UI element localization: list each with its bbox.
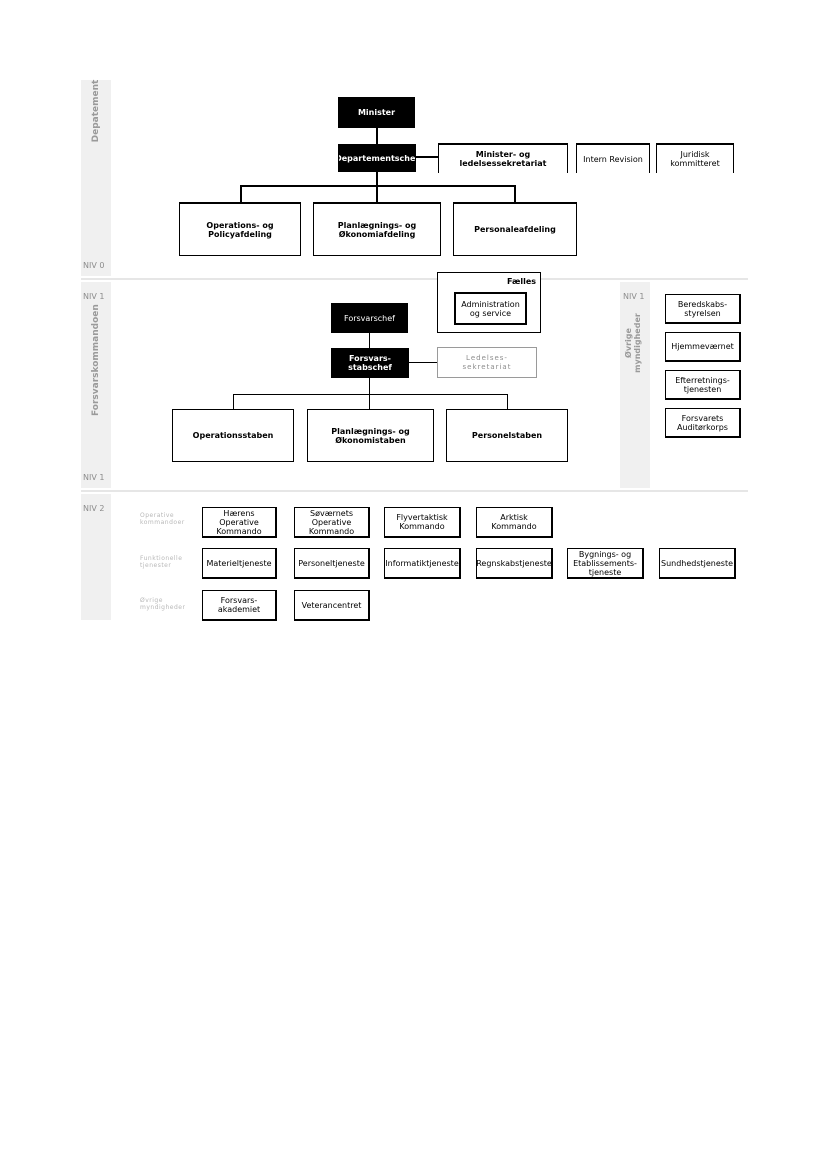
departement-side-band xyxy=(81,80,111,276)
niv2-regnskabstjeneste: Regnskabstjeneste xyxy=(476,548,553,579)
departementschef-box: Departementschef xyxy=(338,144,416,172)
operationsstaben-box: Operationsstaben xyxy=(172,409,294,462)
ovrige-label: Øvrige myndigheder xyxy=(624,313,642,373)
niv2-haerens-operative: Hærens Operative Kommando xyxy=(202,507,277,538)
faelles-administration-box: Administration og service xyxy=(454,292,527,325)
personelstaben-box: Personelstaben xyxy=(446,409,568,462)
niv2-sundhedstjeneste: Sundhedstjeneste xyxy=(659,548,736,579)
niv2-bygnings-etablissement: Bygnings- og Etablissements- tjeneste xyxy=(567,548,644,579)
sekretariat-box: Minister- og ledelsessekretariat xyxy=(438,143,568,173)
connector-stab-3 xyxy=(507,394,508,409)
afdeling-operations: Operations- og Policyafdeling xyxy=(179,202,301,256)
niv2-group-ovrige-label: Øvrige myndigheder xyxy=(140,597,186,611)
connector-stabschef-down xyxy=(369,378,370,394)
niv2-personeltjeneste: Personeltjeneste xyxy=(294,548,370,579)
forsvar-side-band xyxy=(81,282,111,488)
niv2-group-funktionelle-label: Funktionelle tjenester xyxy=(140,555,183,569)
niv2-materieltjeneste: Materieltjeneste xyxy=(202,548,277,579)
afdeling-personale: Personaleafdeling xyxy=(453,202,577,256)
separator-niv1 xyxy=(81,490,748,492)
niv2-informatiktjeneste: Informatiktjeneste xyxy=(384,548,461,579)
connector-chef-sekretariat xyxy=(416,156,438,158)
connector-afdeling-3 xyxy=(514,185,516,202)
connector-stabschef-ledelse xyxy=(409,362,437,363)
connector-chef-down xyxy=(376,172,378,186)
connector-afdeling-2 xyxy=(376,185,378,202)
connector-minister-chef xyxy=(376,128,378,144)
ovrige-efterretning: Efterretnings- tjenesten xyxy=(665,370,741,400)
niv2-soevaernets-operative: Søværnets Operative Kommando xyxy=(294,507,370,538)
connector-forsvarschef-stabschef xyxy=(369,333,370,348)
departement-label: Depatement xyxy=(91,79,101,143)
faelles-title: Fælles xyxy=(507,277,537,286)
ovrige-beredskab: Beredskabs- styrelsen xyxy=(665,294,741,324)
ledelsessekretariat-box: Ledelses- sekretariat xyxy=(437,347,537,378)
separator-niv0 xyxy=(81,278,748,280)
connector-stab-1 xyxy=(233,394,234,409)
connector-afdeling-bus xyxy=(240,185,516,187)
niv1-bottom-label: NIV 1 xyxy=(83,473,105,482)
niv2-forsvarsakademiet: Forsvars- akademiet xyxy=(202,590,277,621)
niv2-veterancentret: Veterancentret xyxy=(294,590,370,621)
niv2-flyvertaktisk: Flyvertaktisk Kommando xyxy=(384,507,461,538)
niv1-top-label: NIV 1 xyxy=(83,292,105,301)
connector-stab-bus xyxy=(233,394,508,395)
connector-stab-2 xyxy=(369,394,370,409)
niv2-arktisk: Arktisk Kommando xyxy=(476,507,553,538)
niv0-label: NIV 0 xyxy=(83,261,105,270)
niv2-label: NIV 2 xyxy=(83,504,105,513)
planlaegningsstaben-box: Planlægnings- og Økonomistaben xyxy=(307,409,434,462)
juridisk-box: Juridisk kommitteret xyxy=(656,143,734,173)
niv1-ovrige-label: NIV 1 xyxy=(623,292,645,301)
afdeling-planlaegning: Planlægnings- og Økonomiafdeling xyxy=(313,202,441,256)
niv2-group-operative-label: Operative kommandoer xyxy=(140,512,185,526)
forsvarschef-box: Forsvarschef xyxy=(331,303,408,333)
niv2-side-band xyxy=(81,494,111,620)
forsvar-label: Forsvarskommandoen xyxy=(91,304,101,416)
minister-box: Minister xyxy=(338,97,415,128)
ovrige-auditoerkorps: Forsvarets Auditørkorps xyxy=(665,408,741,438)
ovrige-side-band xyxy=(620,282,650,488)
ovrige-hjemmevaernet: Hjemmeværnet xyxy=(665,332,741,362)
stabschef-box: Forsvars- stabschef xyxy=(331,348,409,378)
intern-revision-box: Intern Revision xyxy=(576,143,650,173)
connector-afdeling-1 xyxy=(240,185,242,202)
